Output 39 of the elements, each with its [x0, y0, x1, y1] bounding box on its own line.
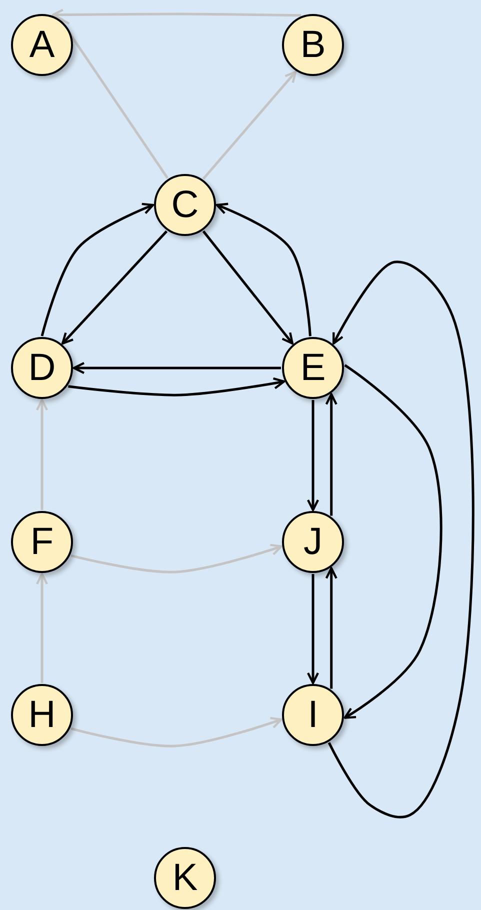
- node-label: E: [300, 349, 326, 387]
- node-label: I: [308, 696, 318, 734]
- arrow: [70, 716, 282, 748]
- node-label: A: [29, 26, 55, 64]
- arrow: [58, 17, 169, 179]
- node-label: C: [171, 186, 199, 224]
- node-circle: [11, 337, 73, 399]
- arrow: [36, 572, 48, 683]
- node-label: H: [28, 696, 56, 734]
- node-circle: [282, 337, 344, 399]
- arrow: [70, 544, 282, 574]
- arrow: [52, 8, 302, 21]
- arrow: [325, 393, 338, 516]
- arrow: [344, 364, 442, 719]
- arrow: [61, 230, 168, 345]
- arrow: [306, 400, 320, 512]
- arrow: [328, 260, 474, 818]
- arrow: [325, 567, 338, 689]
- node-circle: [282, 511, 344, 573]
- node-label: K: [172, 859, 198, 897]
- node-circle: [154, 847, 216, 909]
- arrow: [68, 377, 286, 396]
- node-label: B: [300, 26, 326, 64]
- arrow: [216, 202, 312, 336]
- arrow: [202, 230, 294, 345]
- arrow: [306, 574, 320, 684]
- node-circle: [11, 511, 73, 573]
- arrow: [36, 398, 48, 510]
- node-label: J: [304, 523, 322, 561]
- node-label: D: [28, 349, 56, 387]
- arrow: [72, 362, 281, 374]
- node-circle: [11, 14, 73, 76]
- arrow: [202, 70, 297, 180]
- node-label: F: [30, 523, 54, 561]
- arrow: [40, 202, 154, 336]
- node-circle: [282, 14, 344, 76]
- node-circle: [282, 684, 344, 746]
- node-circle: [11, 684, 73, 746]
- node-circle: [154, 174, 216, 236]
